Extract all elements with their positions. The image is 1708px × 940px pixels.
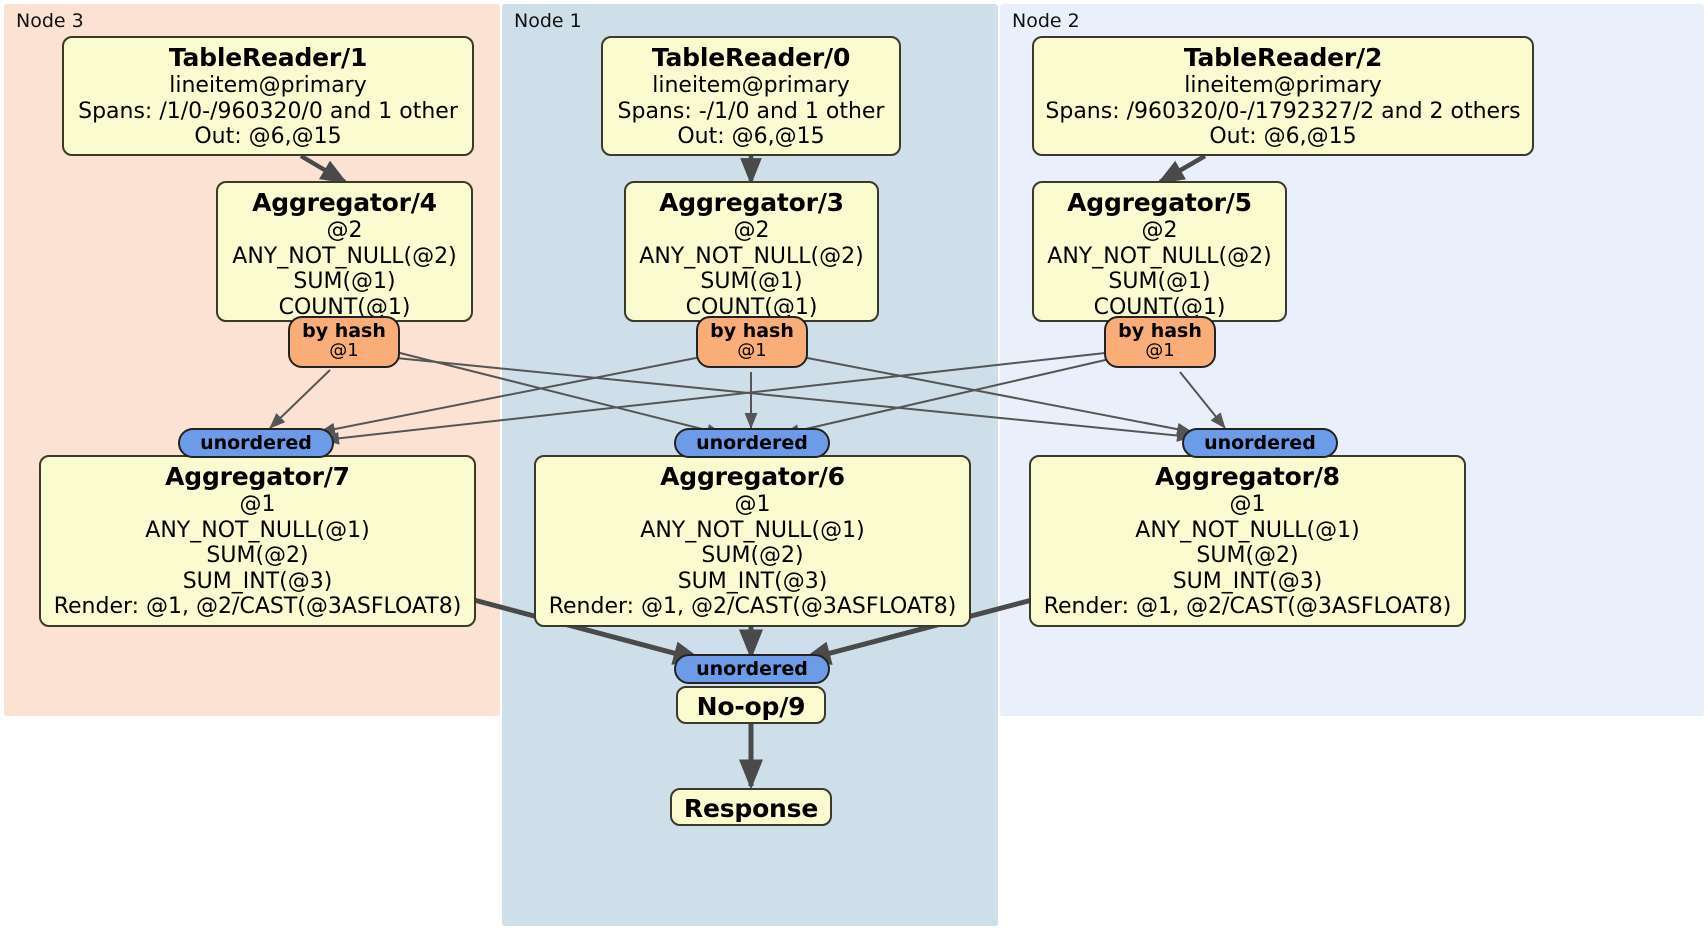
processor-title: Aggregator/4 [252,188,437,217]
processor-title: TableReader/2 [1183,43,1383,72]
processor-line: ANY_NOT_NULL(@2) [639,243,864,269]
processor-aggregator-5[interactable]: Aggregator/5 @2 ANY_NOT_NULL(@2) SUM(@1)… [1032,181,1287,322]
processor-line: COUNT(@1) [1093,294,1226,320]
router-sublabel: @1 [1145,339,1175,361]
processor-no-op-9[interactable]: No-op/9 [676,686,826,724]
router-label: by hash [302,320,386,342]
processor-line: @2 [326,218,363,243]
processor-line: Spans: /960320/0-/1792327/2 and 2 others [1045,98,1521,124]
router-sublabel: @1 [737,339,767,361]
router-label: by hash [1118,320,1202,342]
processor-line: lineitem@primary [652,73,850,98]
processor-line: Render: @1, @2/CAST(@3ASFLOAT8) [548,594,957,620]
processor-line: Render: @1, @2/CAST(@3ASFLOAT8) [53,594,462,620]
processor-line: SUM(@2) [206,543,309,569]
processor-title: Aggregator/3 [659,188,844,217]
router-label: by hash [710,320,794,342]
processor-title: Aggregator/6 [660,462,845,491]
processor-line: SUM_INT(@3) [1172,568,1323,594]
processor-line: SUM(@2) [1196,543,1299,569]
router-label: unordered [1204,432,1316,454]
processor-line: Spans: -/1/0 and 1 other [617,98,885,124]
router-unordered-final[interactable]: unordered [674,654,830,684]
processor-line: Render: @1, @2/CAST(@3ASFLOAT8) [1043,594,1452,620]
router-hash-node-2[interactable]: by hash @1 [1104,316,1216,368]
processor-aggregator-7[interactable]: Aggregator/7 @1 ANY_NOT_NULL(@1) SUM(@2)… [39,455,476,627]
processor-line: SUM(@1) [293,269,396,295]
processor-line: lineitem@primary [169,73,367,98]
processor-aggregator-3[interactable]: Aggregator/3 @2 ANY_NOT_NULL(@2) SUM(@1)… [624,181,879,322]
processor-line: @1 [239,492,276,517]
processor-table-reader-2[interactable]: TableReader/2 lineitem@primary Spans: /9… [1032,36,1534,156]
processor-table-reader-1[interactable]: TableReader/1 lineitem@primary Spans: /1… [62,36,474,156]
region-node-1-label: Node 1 [514,10,582,32]
processor-line: SUM_INT(@3) [677,568,828,594]
processor-title: Response [683,794,819,823]
processor-line: COUNT(@1) [278,294,411,320]
processor-line: SUM(@1) [700,269,803,295]
processor-aggregator-6[interactable]: Aggregator/6 @1 ANY_NOT_NULL(@1) SUM(@2)… [534,455,971,627]
processor-line: @2 [733,218,770,243]
processor-title: Aggregator/8 [1155,462,1340,491]
processor-line: @1 [1229,492,1266,517]
processor-line: ANY_NOT_NULL(@2) [1047,243,1272,269]
router-label: unordered [696,658,808,680]
processor-line: ANY_NOT_NULL(@1) [640,517,865,543]
processor-aggregator-8[interactable]: Aggregator/8 @1 ANY_NOT_NULL(@1) SUM(@2)… [1029,455,1466,627]
processor-title: No-op/9 [696,692,806,721]
router-unordered-node-2[interactable]: unordered [1182,428,1338,458]
processor-table-reader-0[interactable]: TableReader/0 lineitem@primary Spans: -/… [601,36,901,156]
processor-line: COUNT(@1) [685,294,818,320]
router-unordered-node-3[interactable]: unordered [178,428,334,458]
router-hash-node-3[interactable]: by hash @1 [288,316,400,368]
router-unordered-node-1[interactable]: unordered [674,428,830,458]
processor-aggregator-4[interactable]: Aggregator/4 @2 ANY_NOT_NULL(@2) SUM(@1)… [216,181,473,322]
processor-line: @1 [734,492,771,517]
processor-line: ANY_NOT_NULL(@1) [1135,517,1360,543]
processor-line: SUM_INT(@3) [182,568,333,594]
processor-line: ANY_NOT_NULL(@2) [232,243,457,269]
processor-line: lineitem@primary [1184,73,1382,98]
router-sublabel: @1 [329,339,359,361]
region-node-3-label: Node 3 [16,10,84,32]
processor-line: ANY_NOT_NULL(@1) [145,517,370,543]
router-hash-node-1[interactable]: by hash @1 [696,316,808,368]
processor-response[interactable]: Response [670,788,832,826]
processor-title: TableReader/1 [168,43,368,72]
processor-title: TableReader/0 [651,43,851,72]
processor-line: @2 [1141,218,1178,243]
processor-line: SUM(@1) [1108,269,1211,295]
processor-line: Spans: /1/0-/960320/0 and 1 other [78,98,458,124]
processor-line: Out: @6,@15 [1209,124,1357,150]
router-label: unordered [200,432,312,454]
processor-line: SUM(@2) [701,543,804,569]
processor-line: Out: @6,@15 [677,124,825,150]
processor-title: Aggregator/7 [165,462,350,491]
processor-line: Out: @6,@15 [194,124,342,150]
processor-title: Aggregator/5 [1067,188,1252,217]
router-label: unordered [696,432,808,454]
region-node-2-label: Node 2 [1012,10,1080,32]
